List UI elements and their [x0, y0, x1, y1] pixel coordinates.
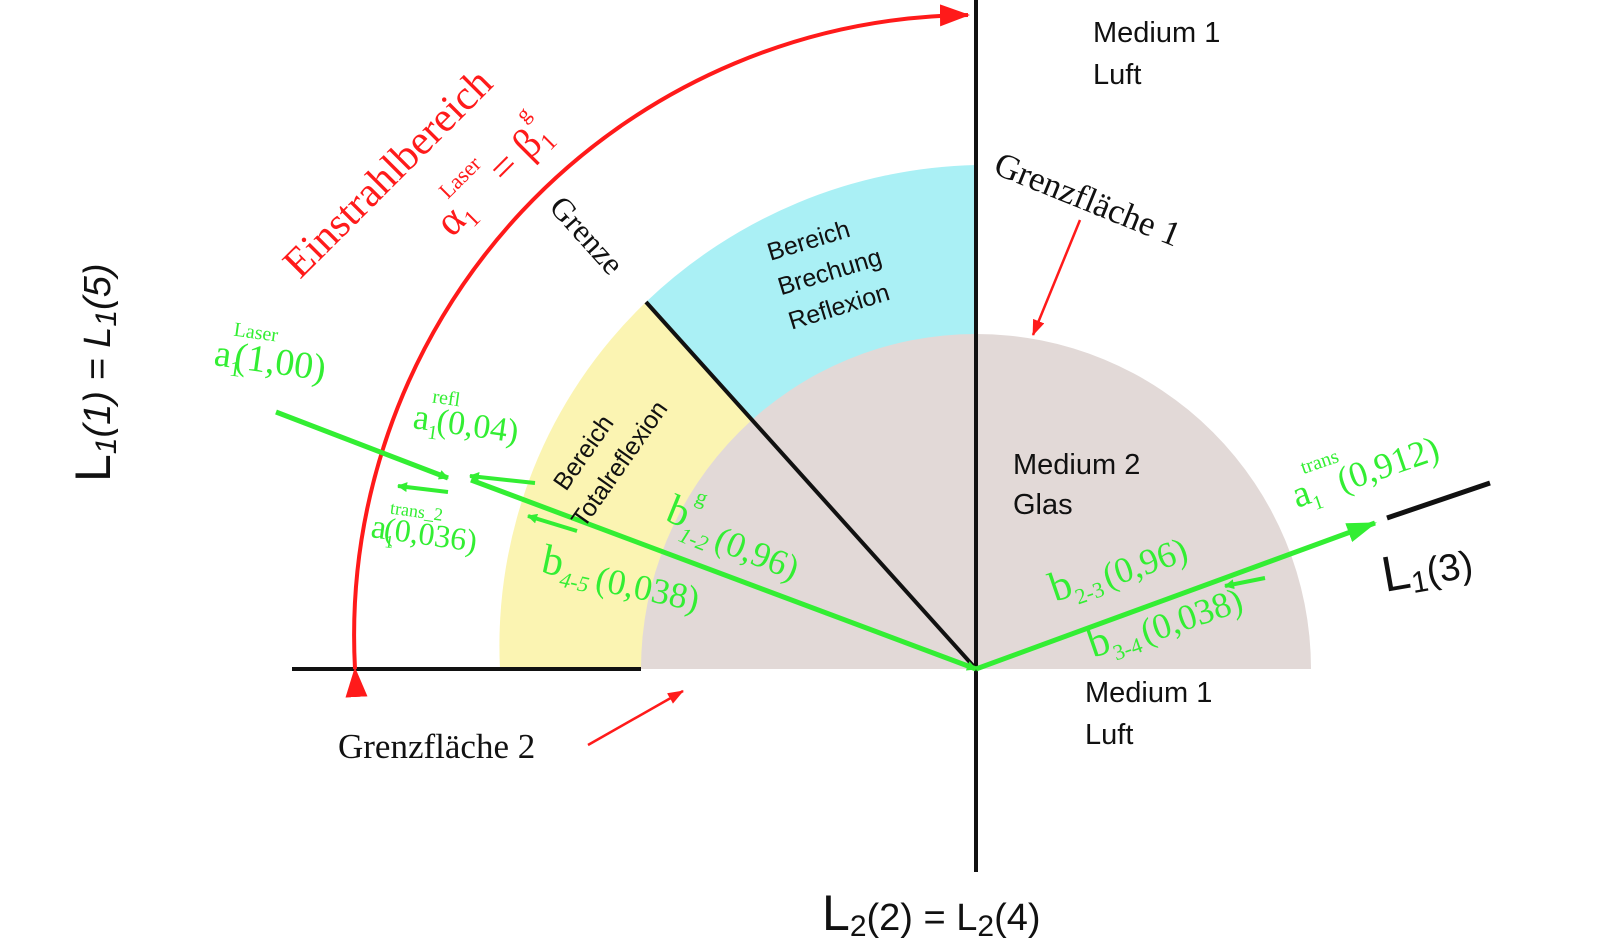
ray-glass-inner: [470, 477, 977, 672]
a-refl-val: (0,04): [434, 403, 521, 451]
a-refl-base: a: [411, 396, 432, 438]
l1-left-label: L1(1) = L1(5): [65, 263, 123, 482]
l2-bottom-arg2: (4): [994, 897, 1040, 939]
grenze-label: Grenze: [543, 189, 632, 282]
l1-left-sub2: 1: [90, 310, 123, 327]
l1-left-main: L: [65, 454, 121, 482]
a-laser-sub: 1: [228, 355, 242, 381]
ray-b34-back: [1224, 576, 1266, 590]
medium1-top-line1: Medium 1: [1093, 17, 1220, 49]
incidence-range-arc: [345, 4, 970, 698]
l1-left-sub: 1: [90, 438, 123, 455]
a-refl-formula: a1 refl(0,04): [410, 383, 523, 455]
grenzflaeche2-pointer: [587, 689, 684, 747]
a-refl-sup: refl: [431, 386, 462, 412]
alpha-sup2: g: [510, 101, 535, 126]
alpha-sup: Laser: [434, 151, 487, 204]
l1-left-arg: (1) = L: [77, 327, 119, 438]
ray-b45: [527, 513, 578, 533]
alpha-eq: = β: [479, 120, 551, 192]
l1-left-arg2: (5): [77, 263, 119, 309]
a-refl-text: a1 refl(0,04): [410, 383, 523, 455]
a-trans2-base: a: [369, 508, 389, 547]
medium1-bottom-line1: Medium 1: [1085, 677, 1212, 709]
medium1-bottom-line2: Luft: [1085, 719, 1133, 751]
a-laser-text: a1Laser(1,00): [211, 316, 331, 393]
l2-bottom-sub: 2: [850, 910, 867, 942]
l2-bottom-main: L: [822, 885, 850, 941]
l2-bottom-sub2: 2: [977, 910, 994, 942]
l1-right-sub: 1: [1409, 565, 1431, 600]
grenzflaeche1-pointer: [1031, 219, 1082, 336]
l1-right-label: L1(3): [1377, 532, 1477, 605]
ray-laser-incident: [275, 409, 449, 481]
grenzflaeche1-label: Grenzfläche 1: [989, 144, 1186, 254]
a-laser-val: (1,00): [232, 335, 329, 389]
l2-bottom-label: L2(2) = L2(4): [822, 885, 1041, 942]
medium1-top-line2: Luft: [1093, 59, 1141, 91]
l1-right-arg: (3): [1423, 544, 1476, 593]
ray-reflected: [469, 471, 536, 485]
a-trans2-formula: a1trans_2(0,036): [368, 495, 481, 563]
l2-bottom-arg: (2) = L: [867, 897, 978, 939]
medium2-line1: Medium 2: [1013, 449, 1140, 481]
a-trans2-sub: 1: [383, 531, 395, 552]
a-laser-base: a: [212, 332, 235, 376]
ray-exit-transmitted: [975, 520, 1377, 672]
a-trans2-val: (0,036): [382, 510, 479, 559]
a-laser-formula: a1Laser(1,00): [211, 316, 331, 393]
a-trans-val: (0,912): [1332, 428, 1444, 500]
b45-sub: 4-5: [557, 567, 591, 598]
medium2-line2: Glas: [1013, 489, 1073, 521]
grenzflaeche2-label: Grenzfläche 2: [338, 727, 535, 766]
l1-right-main: L: [1377, 543, 1414, 603]
a-refl-sub: 1: [426, 421, 439, 444]
a-trans2-text: a1trans_2(0,036): [368, 495, 481, 563]
ray-trans2: [397, 482, 449, 494]
exit-surface-line: [1386, 480, 1491, 521]
